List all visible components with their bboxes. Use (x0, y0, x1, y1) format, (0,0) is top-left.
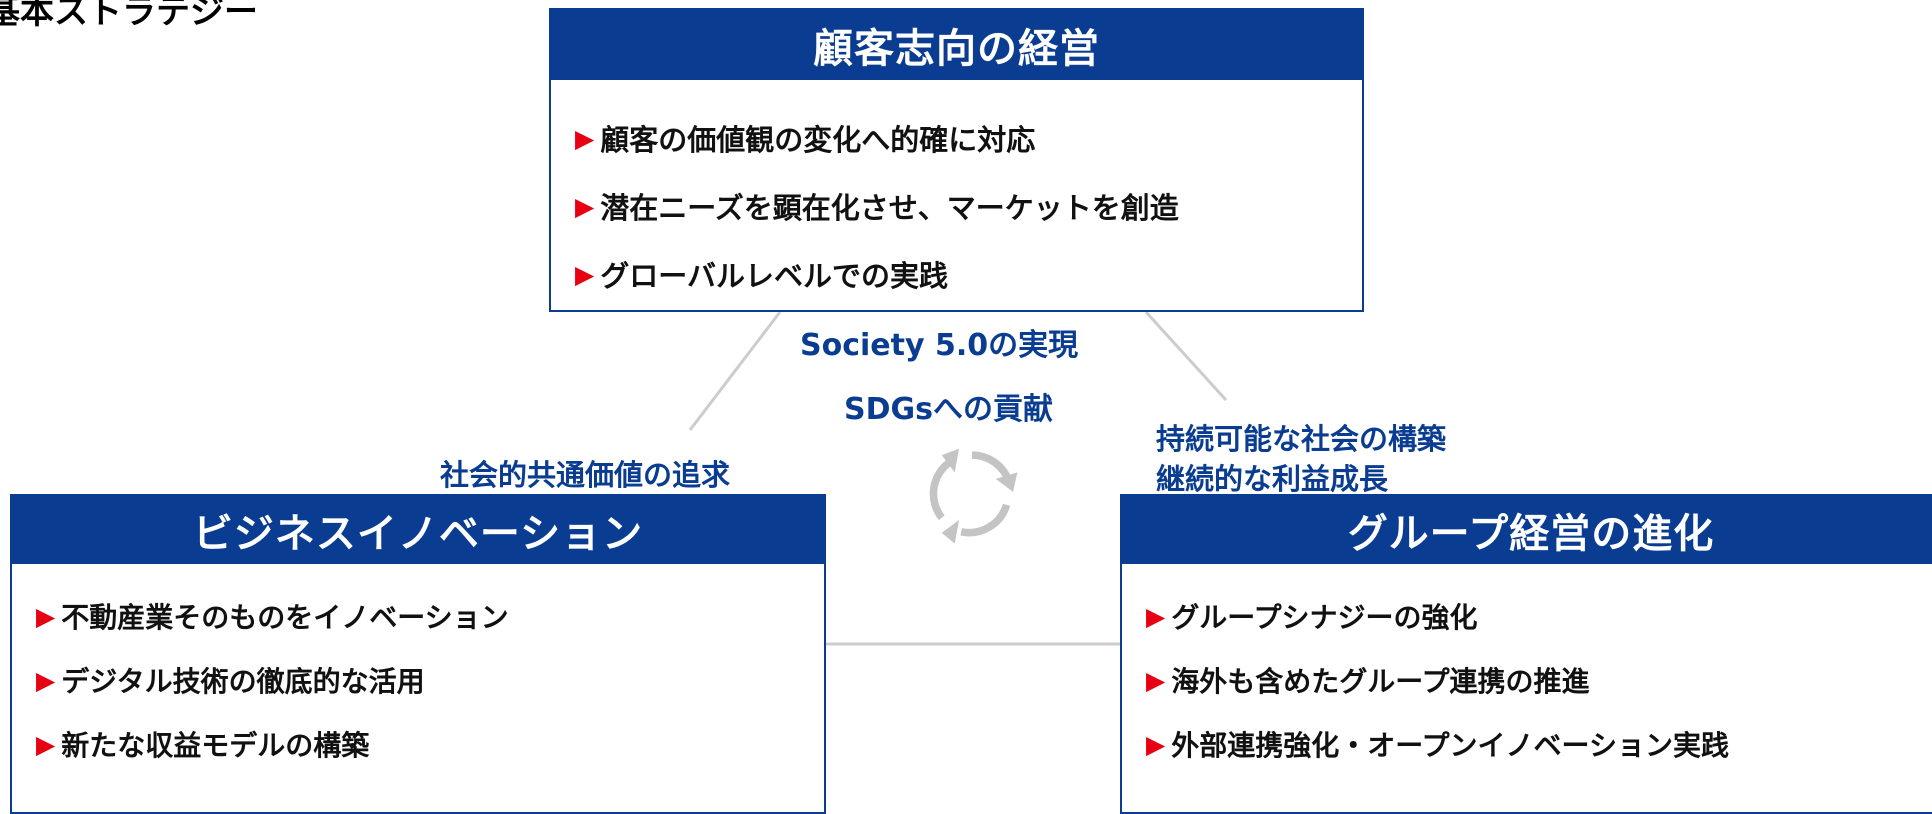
right-triangle-icon: ▶ (1146, 729, 1166, 759)
center-label-society: Society 5.0の実現 (800, 328, 1079, 363)
right-triangle-icon: ▶ (1146, 601, 1166, 631)
list-item: ▶不動産業そのものをイノベーション (36, 584, 824, 648)
list-item: ▶グローバルレベルでの実践 (575, 240, 1362, 308)
list-item: ▶外部連携強化・オープンイノベーション実践 (1146, 712, 1932, 776)
list-item: ▶グループシナジーの強化 (1146, 584, 1932, 648)
list-item-label: グループシナジーの強化 (1171, 601, 1478, 634)
right-triangle-icon: ▶ (36, 729, 56, 759)
list-item-label: 海外も含めたグループ連携の推進 (1171, 665, 1590, 698)
right-triangle-icon: ▶ (575, 123, 595, 153)
box-business-innovation: ビジネスイノベーション ▶不動産業そのものをイノベーション ▶デジタル技術の徹底… (10, 494, 826, 814)
connector-top-left (688, 311, 782, 431)
connector-lines (688, 310, 1228, 646)
list-item: ▶顧客の価値観の変化へ的確に対応 (575, 104, 1362, 172)
list-item-label: グローバルレベルでの実践 (600, 259, 948, 293)
connector-top-right (1144, 310, 1228, 402)
list-item-label: 不動産業そのものをイノベーション (61, 601, 509, 634)
right-triangle-icon: ▶ (36, 601, 56, 631)
box-item-list: ▶不動産業そのものをイノベーション ▶デジタル技術の徹底的な活用 ▶新たな収益モ… (12, 564, 824, 776)
list-item-label: 顧客の価値観の変化へ的確に対応 (600, 123, 1036, 157)
list-item-label: 潜在ニーズを顕在化させ、マーケットを創造 (600, 191, 1179, 225)
box-title: ビジネスイノベーション (12, 496, 824, 564)
connector-label-left: 社会的共通価値の追求 (440, 458, 731, 492)
right-triangle-icon: ▶ (36, 665, 56, 695)
page-heading: 基本ストラテジー (0, 0, 258, 32)
connector-label-right-2: 継続的な利益成長 (1156, 462, 1389, 496)
list-item: ▶海外も含めたグループ連携の推進 (1146, 648, 1932, 712)
connector-label-right-1: 持続可能な社会の構築 (1156, 422, 1447, 456)
right-triangle-icon: ▶ (575, 191, 595, 221)
list-item-label: デジタル技術の徹底的な活用 (61, 665, 425, 698)
list-item-label: 新たな収益モデルの構築 (61, 729, 370, 762)
right-triangle-icon: ▶ (575, 259, 595, 289)
box-item-list: ▶顧客の価値観の変化へ的確に対応 ▶潜在ニーズを顕在化させ、マーケットを創造 ▶… (551, 80, 1362, 308)
right-triangle-icon: ▶ (1146, 665, 1166, 695)
box-title: 顧客志向の経営 (551, 10, 1362, 80)
list-item: ▶潜在ニーズを顕在化させ、マーケットを創造 (575, 172, 1362, 240)
box-group-management: グループ経営の進化 ▶グループシナジーの強化 ▶海外も含めたグループ連携の推進 … (1120, 494, 1932, 814)
cycle-arrows-icon (929, 448, 1018, 544)
list-item: ▶デジタル技術の徹底的な活用 (36, 648, 824, 712)
box-customer-oriented: 顧客志向の経営 ▶顧客の価値観の変化へ的確に対応 ▶潜在ニーズを顕在化させ、マー… (549, 8, 1364, 312)
list-item: ▶新たな収益モデルの構築 (36, 712, 824, 776)
box-item-list: ▶グループシナジーの強化 ▶海外も含めたグループ連携の推進 ▶外部連携強化・オー… (1122, 564, 1932, 776)
box-title: グループ経営の進化 (1122, 496, 1932, 564)
center-label-sdgs: SDGsへの貢献 (844, 392, 1053, 427)
list-item-label: 外部連携強化・オープンイノベーション実践 (1171, 729, 1729, 762)
